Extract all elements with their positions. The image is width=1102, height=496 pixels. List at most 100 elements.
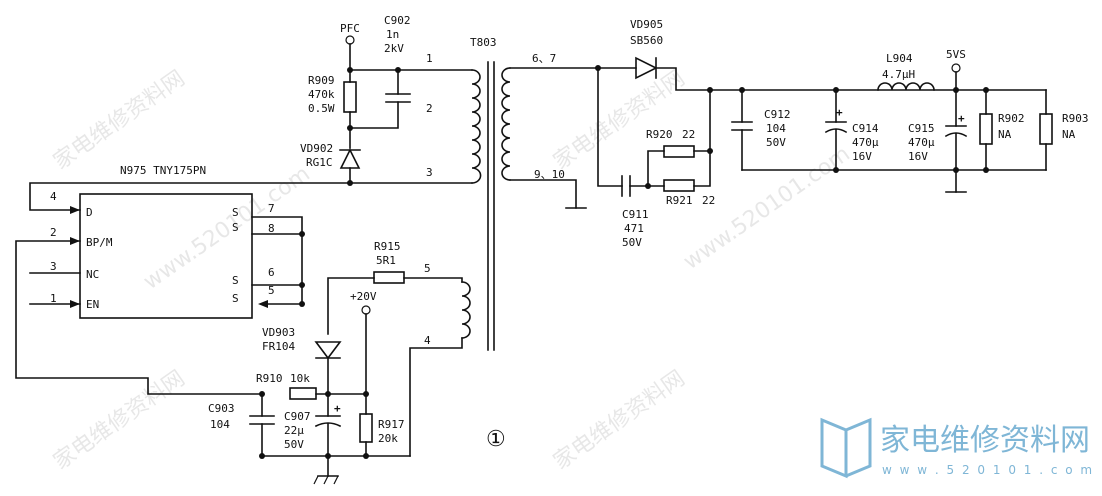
ic-pin-s8: S: [232, 221, 239, 234]
primary-snubber: PFC R909 470k 0.5W C902 1n 2kV VD902 RG1…: [300, 14, 473, 186]
ic-pin-en: EN: [86, 298, 99, 311]
c902-value: 1n: [386, 28, 399, 41]
r917-label: R917: [378, 418, 405, 431]
r920-resistor: [663, 145, 695, 158]
r920-label: R920: [646, 128, 673, 141]
c902-rating: 2kV: [384, 42, 404, 55]
pfc-terminal: [345, 35, 355, 45]
ic-n975: N975 TNY175PN D BP/M NC EN S S S S 4 2 3…: [50, 164, 275, 319]
vd903-label: VD903: [262, 326, 295, 339]
pin-number-6: 6: [268, 266, 275, 279]
t803-label: T803: [470, 36, 497, 49]
watermark: 家电维修资料网: [549, 66, 690, 175]
r902-resistor: [979, 113, 993, 145]
figure-number: ①: [486, 427, 506, 452]
c912-label: C912: [764, 108, 791, 121]
l904-label: L904: [886, 52, 913, 65]
c903-value: 104: [210, 418, 230, 431]
c903-label: C903: [208, 402, 235, 415]
5vs-terminal: [951, 63, 961, 73]
pin-number-5: 5: [268, 284, 275, 297]
ic-label: N975 TNY175PN: [120, 164, 206, 177]
watermark-layer: 家电维修资料网 家电维修资料网 家电维修资料网 家电维修资料网 www.5201…: [49, 66, 855, 475]
svg-text:+: +: [958, 112, 965, 125]
watermark: 家电维修资料网: [49, 366, 190, 475]
r917-resistor: [359, 413, 373, 443]
c912-rating: 50V: [766, 136, 786, 149]
pfc-label: PFC: [340, 22, 360, 35]
l904-inductor: [877, 82, 935, 91]
c915-rating: 16V: [908, 150, 928, 163]
c914-value: 470μ: [852, 136, 879, 149]
c907-rating: 50V: [284, 438, 304, 451]
ic-pin-s5: S: [232, 292, 239, 305]
r909-resistor: [343, 81, 357, 113]
pin-number-4: 4: [50, 190, 57, 203]
r917-value: 20k: [378, 432, 398, 445]
vd903-diode: [314, 341, 342, 360]
r915-resistor: [373, 271, 405, 284]
ic-pin-s7: S: [232, 206, 239, 219]
c911-label: C911: [622, 208, 649, 221]
watermark: 家电维修资料网: [549, 366, 690, 475]
pin-number-8: 8: [268, 222, 275, 235]
r921-label: R921: [666, 194, 693, 207]
t803-pin4: 4: [424, 334, 431, 347]
ic-pin-bpm: BP/M: [86, 236, 113, 249]
secondary-output: VD905 SB560 R920 22 R921 22 C911 471 50V…: [595, 18, 1089, 249]
ic-leads: [15, 182, 473, 395]
c907-value: 22μ: [284, 424, 304, 437]
r903-resistor: [1039, 113, 1053, 145]
r903-label: R903: [1062, 112, 1089, 125]
r910-value: 10k: [290, 372, 310, 385]
t803-pin3: 3: [426, 166, 433, 179]
c911-value: 471: [624, 222, 644, 235]
r910-resistor: [289, 387, 317, 400]
ic-body: [79, 193, 253, 319]
aux-supply: R915 5R1 VD903 FR104 +20V R910 10k C903 …: [208, 240, 463, 485]
c912-value: 104: [766, 122, 786, 135]
l904-value: 4.7μH: [882, 68, 915, 81]
ic-pin-d: D: [86, 206, 93, 219]
pin-number-3: 3: [50, 260, 57, 273]
r915-label: R915: [374, 240, 401, 253]
t803-pin1: 1: [426, 52, 433, 65]
c907-label: C907: [284, 410, 311, 423]
logo-text: 家电维修资料网: [880, 423, 1090, 458]
pin-number-7: 7: [268, 202, 275, 215]
r915-value: 5R1: [376, 254, 396, 267]
r909-rating: 0.5W: [308, 102, 335, 115]
r903-value: NA: [1062, 128, 1076, 141]
plus20v-label: +20V: [350, 290, 377, 303]
c911-rating: 50V: [622, 236, 642, 249]
vd902-value: RG1C: [306, 156, 333, 169]
site-logo: 家电维修资料网 w w w . 5 2 0 1 0 1 . c o m: [820, 417, 1094, 479]
watermark: 家电维修资料网: [49, 66, 190, 175]
r909-label: R909: [308, 74, 335, 87]
vd902-label: VD902: [300, 142, 333, 155]
logo-url: w w w . 5 2 0 1 0 1 . c o m: [882, 463, 1094, 477]
svg-text:+: +: [334, 402, 341, 415]
transformer-t803: T803 1 2 3 6、7 9、10 5 4: [424, 36, 597, 351]
c914-rating: 16V: [852, 150, 872, 163]
t803-pin2: 2: [426, 102, 433, 115]
ic-pin-s6: S: [232, 274, 239, 287]
r902-value: NA: [998, 128, 1012, 141]
vd903-value: FR104: [262, 340, 295, 353]
r902-label: R902: [998, 112, 1025, 125]
pin-number-1: 1: [50, 292, 57, 305]
vd905-diode: [635, 56, 658, 80]
ic-pin-nc: NC: [86, 268, 99, 281]
vd905-label: VD905: [630, 18, 663, 31]
c915-value: 470μ: [908, 136, 935, 149]
book-icon: [820, 417, 848, 479]
t803-pin910: 9、10: [534, 168, 565, 181]
r920-value: 22: [682, 128, 695, 141]
r910-label: R910: [256, 372, 283, 385]
pin-number-2: 2: [50, 226, 57, 239]
c915-label: C915: [908, 122, 935, 135]
watermark-url: www.520101.com: [139, 161, 315, 294]
5vs-label: 5VS: [946, 48, 966, 61]
vd902-diode: [339, 148, 361, 169]
